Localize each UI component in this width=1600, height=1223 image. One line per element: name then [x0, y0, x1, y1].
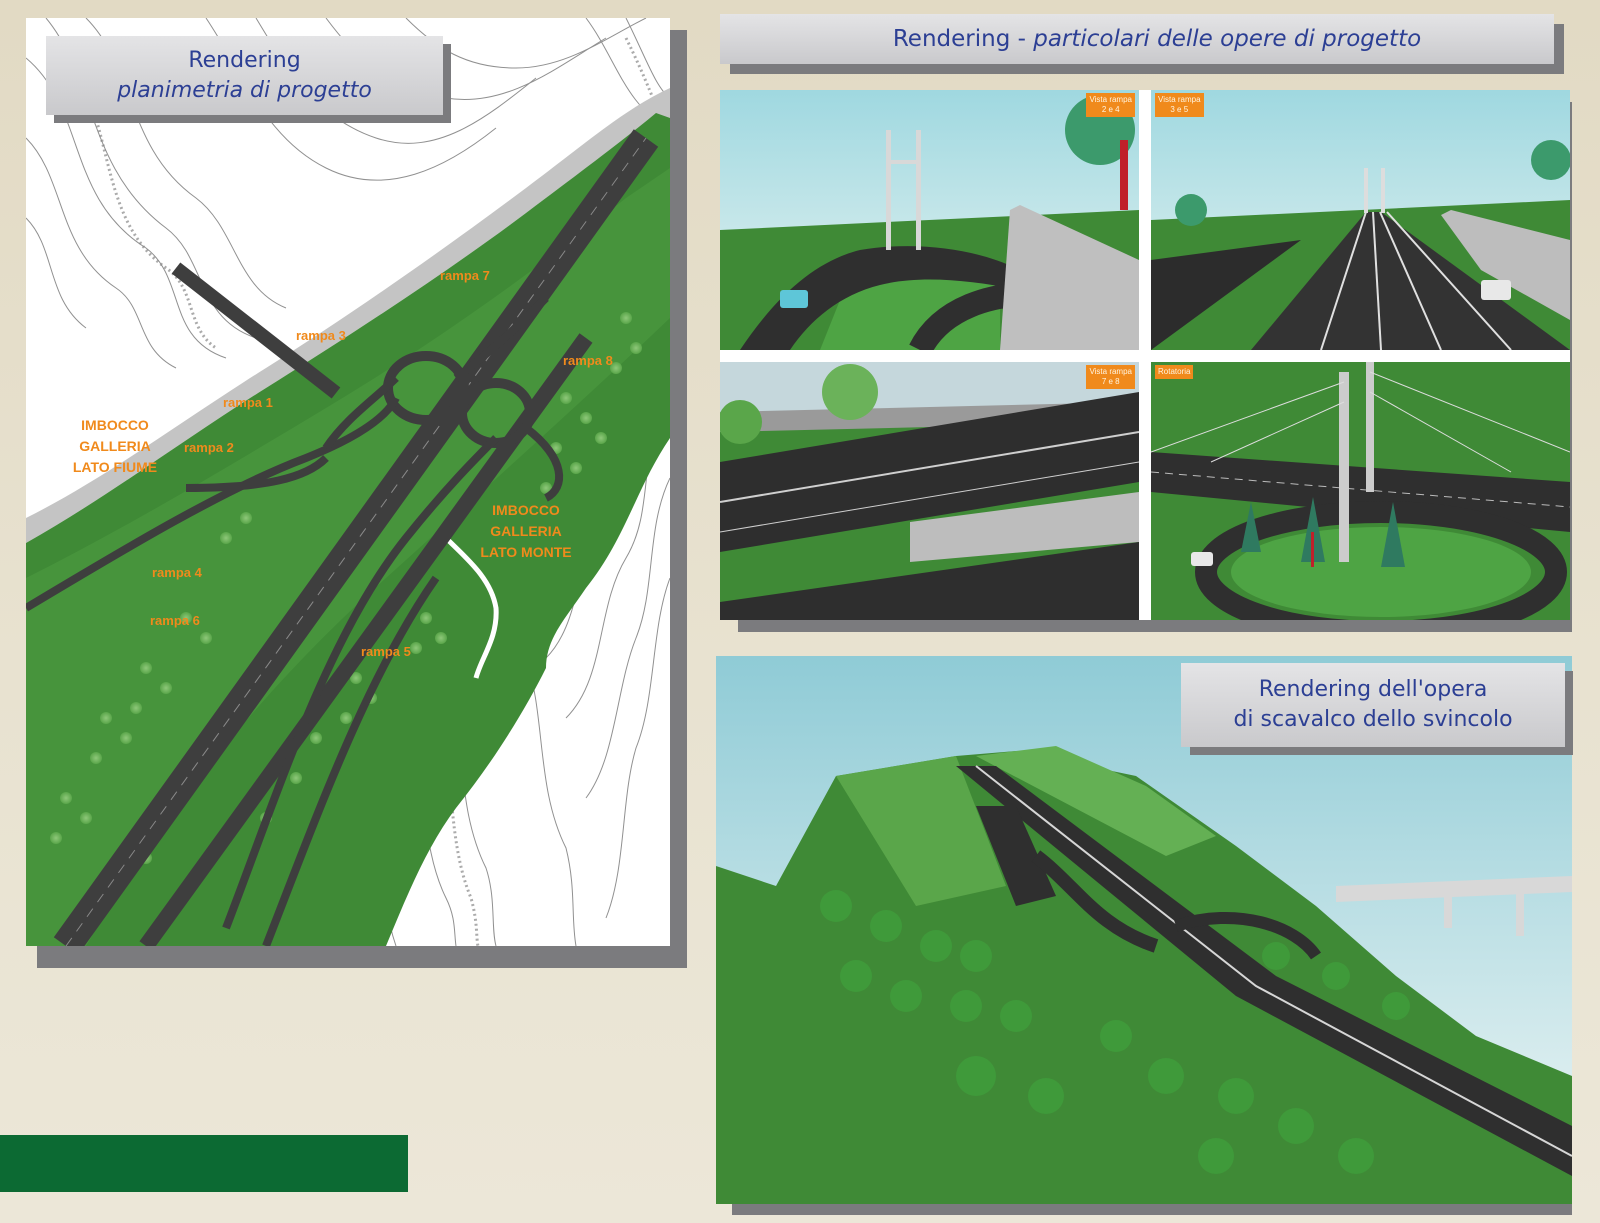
view-tag-line: Vista rampa [1089, 95, 1132, 104]
overpass-panel [716, 656, 1572, 1204]
ramp-label: rampa 3 [296, 328, 346, 343]
ramp-label: rampa 6 [150, 613, 200, 628]
ramp-label: rampa 7 [440, 268, 490, 283]
details-grid: Vista rampa 2 e 4 Vista rampa 3 e 5 [720, 90, 1570, 620]
view-ramps-7-8-image [720, 362, 1139, 620]
overpass-title: Rendering dell'opera di scavalco dello s… [1181, 663, 1565, 747]
view-tag: Rotatoria [1155, 365, 1194, 379]
overpass-title-line1: Rendering dell'opera [1258, 677, 1488, 702]
overpass-title-line2: di scavalco dello svincolo [1233, 707, 1513, 732]
overpass-trees [820, 890, 1410, 1174]
ramp-label: rampa 4 [152, 565, 202, 580]
plan-title-line1: Rendering [188, 48, 301, 73]
overpass-image [716, 656, 1572, 1204]
view-ramps-3-5: Vista rampa 3 e 5 [1151, 90, 1570, 350]
tunnel-label-line: GALLERIA [79, 438, 151, 454]
plan-title: Rendering planimetria di progetto [46, 36, 443, 115]
details-title-italic: particolari delle opere di progetto [1033, 26, 1422, 52]
view-ramps-7-8: Vista rampa 7 e 8 [720, 362, 1139, 620]
tunnel-label-line: GALLERIA [490, 523, 562, 539]
view-tag: Vista rampa 3 e 5 [1155, 93, 1204, 117]
tunnel-label-line: LATO MONTE [480, 544, 572, 560]
view-tag-line: 7 e 8 [1101, 377, 1120, 386]
ramp-label: rampa 5 [361, 644, 411, 659]
ramp-label: rampa 1 [223, 395, 273, 410]
river-bank [26, 88, 670, 543]
view-tag: Vista rampa 7 e 8 [1086, 365, 1135, 389]
view-tag-line: 2 e 4 [1101, 105, 1120, 114]
ramp-label: rampa 2 [184, 440, 234, 455]
view-ramps-3-5-image [1151, 90, 1570, 350]
view-ramps-2-4-image [720, 90, 1139, 350]
plan-map [26, 18, 670, 946]
bridge-road [171, 262, 341, 399]
details-title-prefix: Rendering - [892, 26, 1034, 52]
tunnel-label-line: IMBOCCO [81, 417, 149, 433]
footer-green-bar [0, 1135, 408, 1192]
details-title: Rendering - particolari delle opere di p… [720, 14, 1554, 64]
view-tag-line: Vista rampa [1158, 95, 1201, 104]
stream [444, 536, 499, 679]
view-roundabout: Rotatoria [1151, 362, 1570, 620]
view-tag-line: 3 e 5 [1170, 105, 1189, 114]
ramps [26, 295, 563, 946]
view-roundabout-image [1151, 362, 1570, 620]
ramp-label: rampa 8 [563, 353, 613, 368]
view-ramps-2-4: Vista rampa 2 e 4 [720, 90, 1139, 350]
tunnel-label-line: IMBOCCO [492, 502, 560, 518]
plan-title-line2: planimetria di progetto [117, 78, 372, 103]
tunnel-label-line: LATO FIUME [72, 459, 158, 475]
view-tag: Vista rampa 2 e 4 [1086, 93, 1135, 117]
tunnel-label-river: IMBOCCO GALLERIA LATO FIUME [60, 415, 170, 478]
plan-panel [26, 18, 670, 946]
view-tag-line: Vista rampa [1089, 367, 1132, 376]
view-tag-line: Rotatoria [1158, 367, 1191, 376]
tunnel-label-mountain: IMBOCCO GALLERIA LATO MONTE [466, 500, 586, 563]
